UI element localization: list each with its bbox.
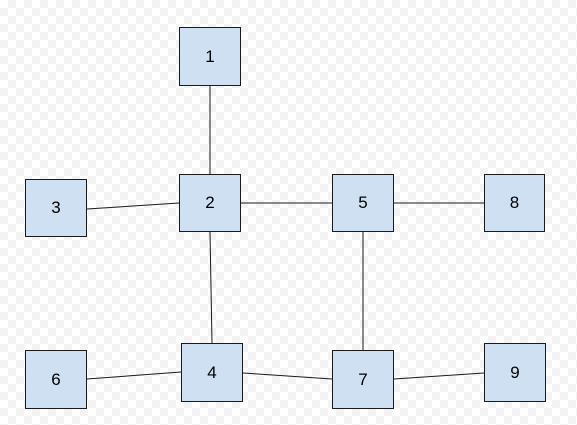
edge-6-4	[86, 371, 182, 380]
edge-3-2	[86, 202, 180, 210]
node-7[interactable]: 7	[332, 350, 394, 409]
node-3[interactable]: 3	[25, 179, 87, 237]
node-4-label: 4	[207, 362, 217, 382]
node-4[interactable]: 4	[181, 343, 243, 402]
node-6[interactable]: 6	[25, 350, 87, 409]
node-8-label: 8	[509, 193, 520, 212]
node-9[interactable]: 9	[484, 343, 546, 402]
edge-2-4	[209, 231, 213, 344]
node-2[interactable]: 2	[179, 174, 241, 232]
node-6-label: 6	[51, 369, 61, 389]
node-2-label: 2	[205, 193, 215, 212]
node-1[interactable]: 1	[179, 27, 241, 86]
edge-4-7	[242, 372, 333, 380]
edge-7-9	[393, 372, 485, 380]
node-8[interactable]: 8	[484, 174, 545, 232]
node-5[interactable]: 5	[332, 174, 394, 232]
node-9-label: 9	[510, 362, 520, 382]
node-5-label: 5	[358, 193, 368, 212]
node-3-label: 3	[51, 198, 61, 217]
node-1-label: 1	[205, 46, 215, 66]
node-7-label: 7	[358, 369, 368, 389]
